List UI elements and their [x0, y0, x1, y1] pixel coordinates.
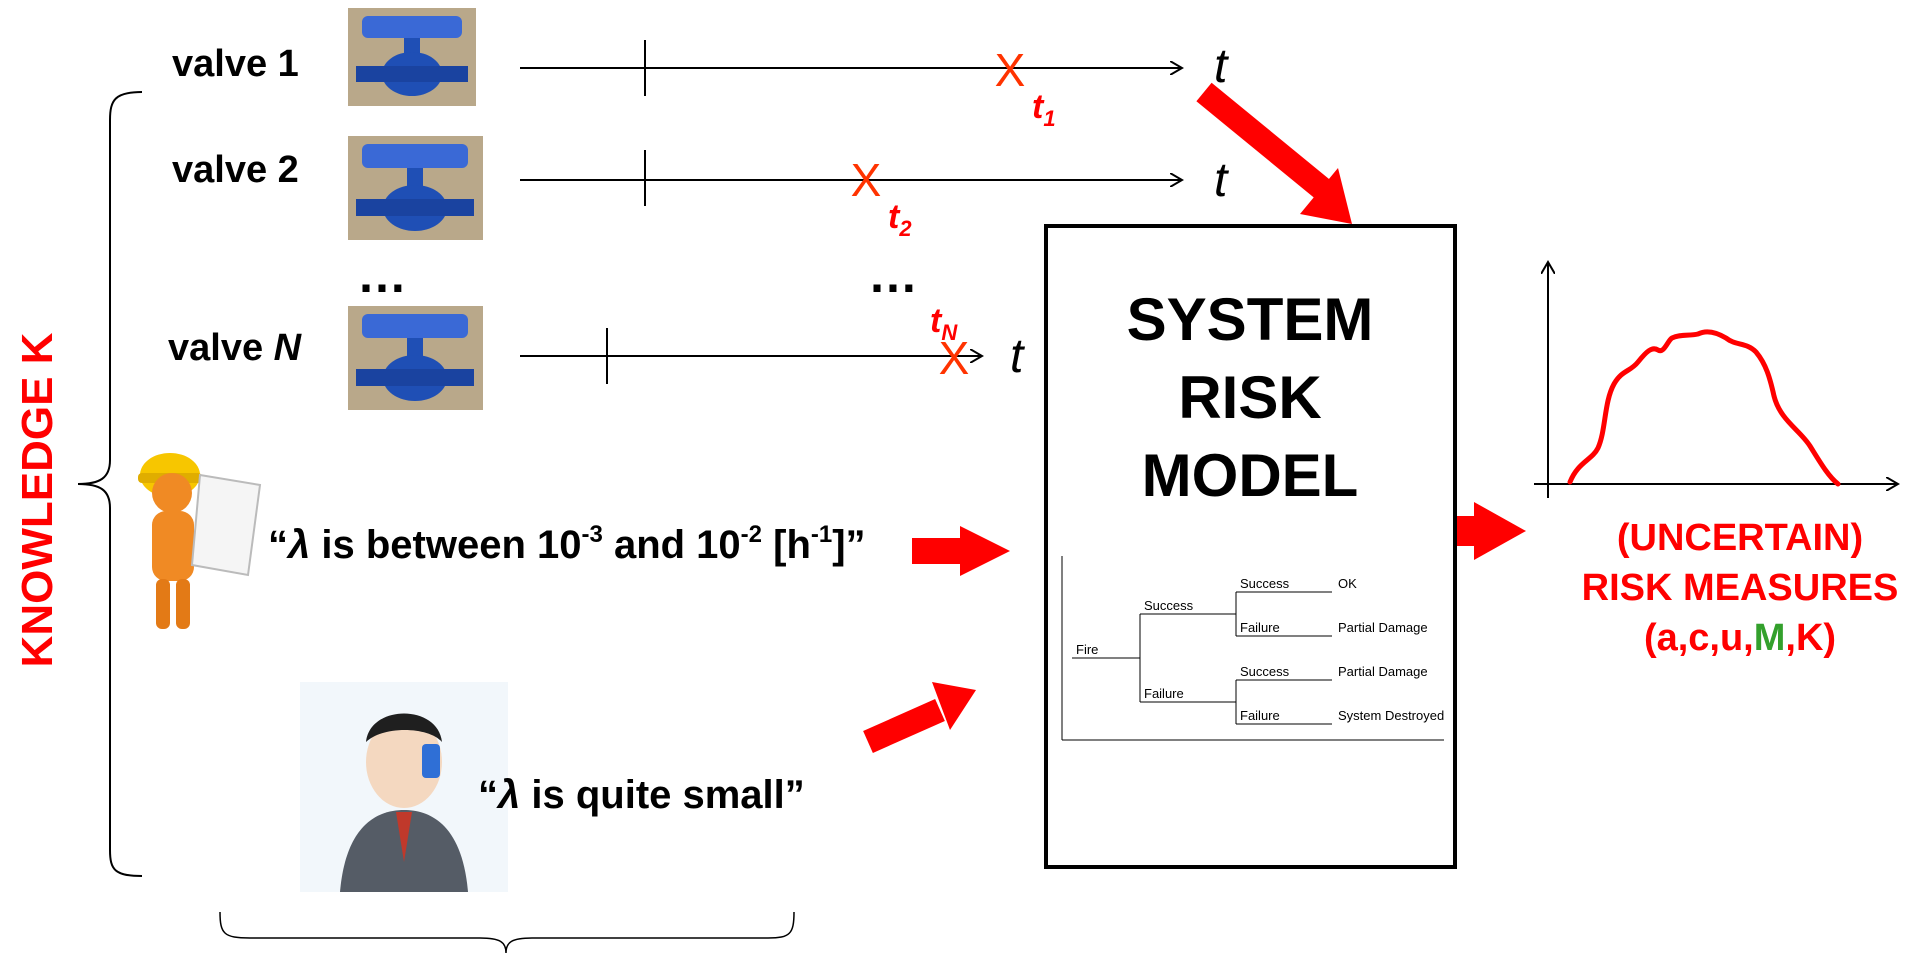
- knowledge-label: KNOWLEDGE K: [13, 332, 62, 667]
- valve-icon-2: [348, 136, 483, 240]
- knowledge-brace: [77, 91, 143, 877]
- model-title-line-3: MODEL: [1142, 442, 1359, 509]
- event-tree-outcome-3: Partial Damage: [1338, 664, 1428, 679]
- output-line-2: RISK MEASURES: [1582, 567, 1899, 609]
- time-symbol-1: t: [1214, 40, 1229, 93]
- event-tree-sub-1: Success: [1240, 576, 1290, 591]
- event-tree-outcome-1: OK: [1338, 576, 1357, 591]
- failure-mark-2: X: [851, 154, 882, 206]
- arrow-expert-to-model: [912, 526, 1010, 576]
- valve-n-label: valve N: [168, 327, 303, 369]
- failure-mark-n: X: [939, 332, 970, 384]
- arrow-layman-to-model: [863, 682, 976, 753]
- uncertainty-distribution-plot: [1534, 262, 1898, 498]
- expert-engineer-icon: [138, 453, 262, 629]
- model-title-line-2: RISK: [1178, 364, 1321, 431]
- layman-statement: “λ is quite small”: [478, 773, 805, 817]
- failure-time-2: t2: [888, 198, 912, 241]
- event-tree-outcome-4: System Destroyed: [1338, 708, 1444, 723]
- event-tree-initiator: Fire: [1076, 642, 1098, 657]
- valve-2-label: valve 2: [172, 149, 299, 191]
- distribution-curve: [1567, 329, 1841, 487]
- output-line-1: (UNCERTAIN): [1617, 517, 1863, 559]
- event-tree-branch-success: Success: [1144, 598, 1194, 613]
- failure-time-n: tN: [930, 302, 958, 345]
- bottom-brace: [219, 911, 795, 953]
- valve-icon-1: [348, 8, 476, 106]
- expert-statement: “λ is between 10-3 and 10-2 [h-1]”: [268, 521, 866, 567]
- event-tree-sub-3: Success: [1240, 664, 1290, 679]
- time-symbol-n: t: [1010, 330, 1025, 383]
- model-title-line-1: SYSTEM: [1127, 286, 1374, 353]
- event-tree-branch-failure: Failure: [1144, 686, 1184, 701]
- arrow-valves-to-model: [1196, 82, 1352, 224]
- valve-1-label: valve 1: [172, 43, 299, 85]
- failure-mark-1: X: [995, 44, 1026, 96]
- event-tree-sub-2: Failure: [1240, 620, 1280, 635]
- event-tree: Fire Success Failure Success Failure Suc…: [1061, 556, 1444, 741]
- ellipsis-timelines: …: [868, 247, 918, 303]
- layman-person-icon: [300, 682, 508, 892]
- valve-icon-n: [348, 306, 483, 410]
- event-tree-sub-4: Failure: [1240, 708, 1280, 723]
- ellipsis-valves: …: [357, 247, 407, 303]
- failure-time-1: t1: [1032, 88, 1056, 131]
- time-symbol-2: t: [1214, 154, 1229, 207]
- event-tree-outcome-2: Partial Damage: [1338, 620, 1428, 635]
- output-line-3: (a,c,u,M,K): [1644, 617, 1836, 659]
- system-risk-model-box: [1044, 224, 1457, 869]
